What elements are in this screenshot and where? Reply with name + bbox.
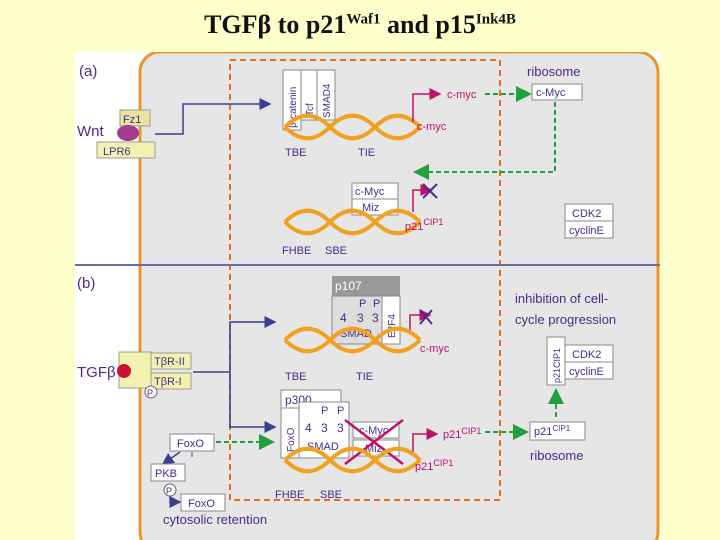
foxo-vertical-label: FoxO xyxy=(286,427,297,452)
tgfb-label: TGFβ xyxy=(77,364,116,381)
diagram-panel: (a) Wnt Fz1 LPR6 β-catenin Tcf SMAD4 TBE… xyxy=(75,52,660,540)
e2f4-label: E2F4 xyxy=(387,314,398,338)
smad3b-num-lower: 3 xyxy=(337,421,344,435)
page-title: TGFβ to p21Waf1 and p15Ink4B xyxy=(0,10,720,40)
pathway-diagram: (a) Wnt Fz1 LPR6 β-catenin Tcf SMAD4 TBE… xyxy=(75,52,660,540)
fhbe-label-b: FHBE xyxy=(275,489,304,501)
smad-p1-upper: P xyxy=(359,298,366,310)
smad3a-num-upper: 3 xyxy=(357,311,364,325)
smad3b-num-upper: 3 xyxy=(372,311,379,325)
smad4-num-lower: 4 xyxy=(305,421,312,435)
c-myc-protein-label: c-Myc xyxy=(536,87,566,99)
smad3a-num-lower: 3 xyxy=(321,421,328,435)
smad4-num-upper: 4 xyxy=(340,311,347,325)
c-myc-gene-label-b: c-myc xyxy=(420,343,450,355)
cytosolic-retention-label: cytosolic retention xyxy=(163,512,267,527)
tbr2-label: TβR-II xyxy=(154,356,185,368)
phospho-label-pkb: P xyxy=(166,486,172,496)
panel-a-label: (a) xyxy=(79,63,97,80)
c-myc-transcript-label: c-myc xyxy=(447,89,477,101)
smad4-label: SMAD4 xyxy=(322,83,333,118)
tgfb-ligand xyxy=(117,364,131,378)
smad-p2-upper: P xyxy=(373,298,380,310)
fhbe-label-a: FHBE xyxy=(282,245,311,257)
tbr1-label: TβR-I xyxy=(154,376,182,388)
sbe-label-a: SBE xyxy=(325,245,347,257)
inhibition-line2: cycle progression xyxy=(515,312,616,327)
tie-label-a: TIE xyxy=(358,147,375,159)
lpr6-label: LPR6 xyxy=(103,146,131,158)
cdk2-label-a: CDK2 xyxy=(572,208,601,220)
wnt-label: Wnt xyxy=(77,123,105,140)
phospho-label-receptor: P xyxy=(147,388,153,398)
tie-label-b: TIE xyxy=(356,371,373,383)
cyclin-label-b: cyclinE xyxy=(569,366,604,378)
repressor-cmyc-label-a: c-Myc xyxy=(355,186,385,198)
tbe-label-b: TBE xyxy=(285,371,306,383)
foxo-label: FoxO xyxy=(177,438,204,450)
ribosome-label-b: ribosome xyxy=(530,448,583,463)
smad-p1-lower: P xyxy=(321,405,328,417)
cdk2-label-b: CDK2 xyxy=(572,349,601,361)
fz1-label: Fz1 xyxy=(123,114,141,126)
wnt-ligand xyxy=(117,125,139,141)
sbe-label-b: SBE xyxy=(320,489,342,501)
inhibition-line1: inhibition of cell- xyxy=(515,291,608,306)
p21-vertical-label: p21CIP1 xyxy=(552,348,562,383)
cyclin-label-a: cyclinE xyxy=(569,225,604,237)
foxo-cyto-label: FoxO xyxy=(188,498,215,510)
smad-p2-lower: P xyxy=(337,405,344,417)
c-myc-gene-label-a: c-myc xyxy=(417,121,447,133)
panel-b-label: (b) xyxy=(77,275,95,292)
ribosome-label-a: ribosome xyxy=(527,64,580,79)
tbe-label-a: TBE xyxy=(285,147,306,159)
p107-label: p107 xyxy=(335,279,362,293)
pkb-label: PKB xyxy=(155,468,177,480)
